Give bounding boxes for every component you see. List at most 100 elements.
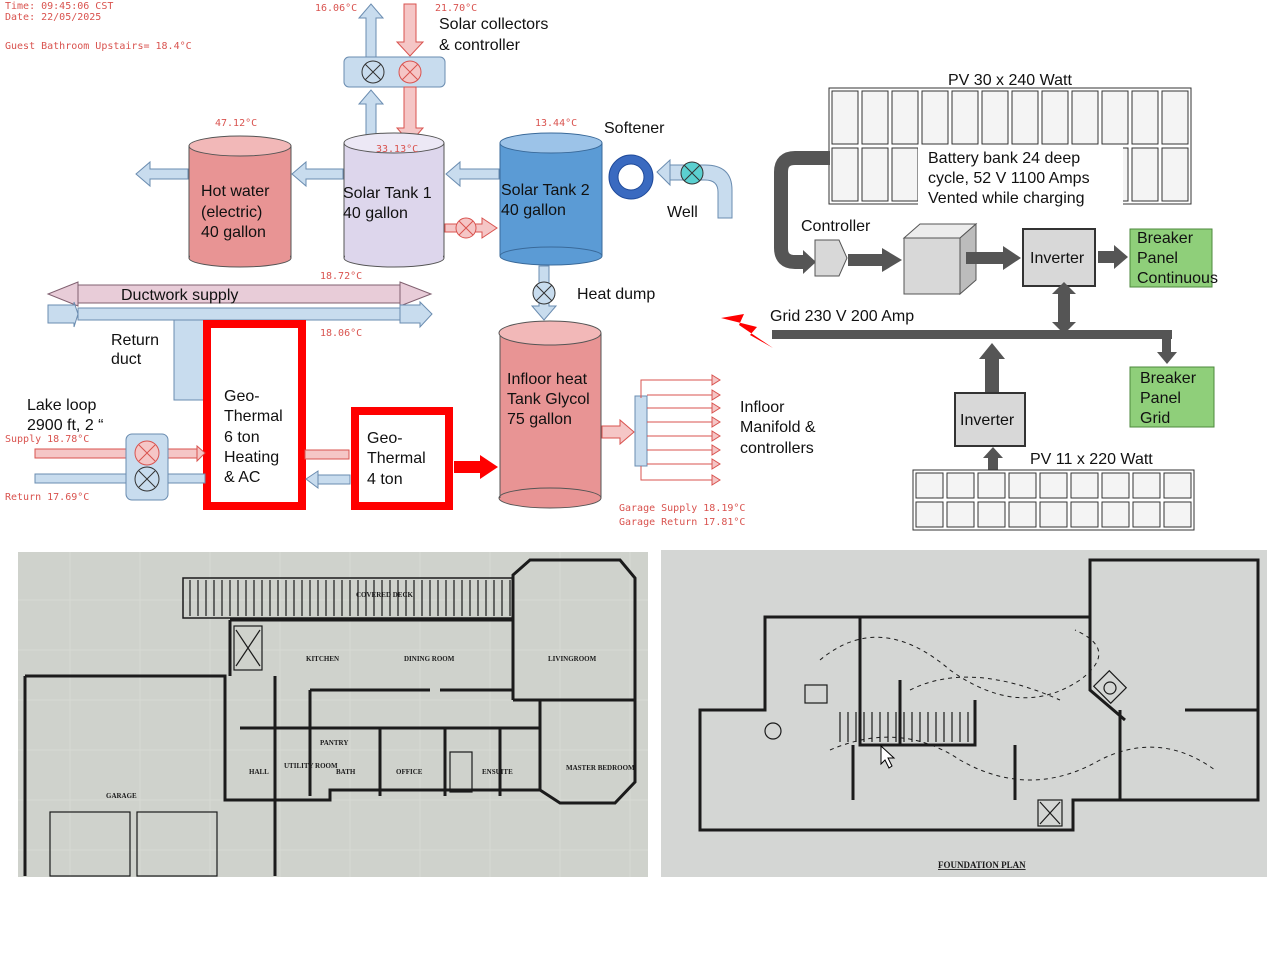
pv-panel [921, 90, 949, 145]
battery-label-3: Vented while charging [928, 190, 1085, 207]
hot-water-label-3: 40 gallon [201, 224, 266, 241]
pv-panel [1041, 90, 1069, 145]
infloor-tank-label-1: Infloor heat [507, 371, 588, 388]
hot-water-label-1: Hot water [201, 183, 270, 200]
inverter-grid-link [1052, 282, 1076, 334]
inverter-bottom-label: Inverter [960, 412, 1015, 429]
solar-tank-2-temp: 13.44°C [535, 118, 577, 129]
mouse-cursor-icon [880, 744, 896, 769]
ductwork-return [47, 300, 433, 329]
pv-panel [1161, 147, 1189, 202]
pv-panel [946, 501, 975, 528]
pv-panel [1101, 90, 1129, 145]
tank1-to-hotwater-arrow [291, 160, 344, 188]
lake-loop-label-1: Lake loop [27, 397, 96, 414]
geo-4ton-label-1: Geo- [367, 430, 403, 447]
room-garage: GARAGE [106, 792, 137, 800]
pv-panel [981, 90, 1009, 145]
breaker-panel-continuous [1129, 228, 1213, 288]
pv-panel [1039, 501, 1068, 528]
pv-panel [1131, 90, 1159, 145]
geo-6ton-label-4: Heating [224, 449, 279, 466]
hot-water-tank [188, 135, 292, 268]
pv-panel [831, 90, 859, 145]
room-living: LIVINGROOM [548, 655, 597, 663]
infloor-manifold-label-1: Infloor [740, 399, 785, 416]
lake-return-pipe [34, 473, 206, 484]
lake-supply-temp: Supply 18.78°C [5, 434, 89, 445]
pv-panel [951, 90, 979, 145]
room-utility: UTILITY ROOM [284, 762, 338, 770]
pv-panel [1070, 501, 1099, 528]
geo-link-supply [304, 449, 350, 460]
infloor-loops [640, 374, 721, 486]
pv-to-inverter-arrow [983, 447, 1003, 470]
softener-icon [608, 154, 654, 200]
pv-to-controller-cable [774, 151, 830, 269]
pv-panel [891, 90, 919, 145]
pv-panel [915, 501, 944, 528]
collector-valve-hot [398, 60, 422, 84]
solar-tank-1-label-2: 40 gallon [343, 205, 408, 222]
infloor-manifold-label-3: controllers [740, 440, 814, 457]
pv-panel [891, 147, 919, 202]
solar-tank-2-label-1: Solar Tank 2 [501, 182, 590, 199]
geo-to-infloor-arrow [454, 455, 498, 479]
solar-tank-1-label-1: Solar Tank 1 [343, 185, 432, 202]
grid-bus [772, 330, 1172, 339]
infloor-manifold-label-2: Manifold & [740, 419, 816, 436]
collector-valve-cold [361, 60, 385, 84]
well-valve [680, 161, 704, 185]
room-kitchen: KITCHEN [306, 655, 339, 663]
room-hall: HALL [249, 768, 269, 776]
pv-bottom-label: PV 11 x 220 Watt [1030, 451, 1153, 468]
geo-6ton-label-2: Thermal [224, 408, 283, 425]
grid-label: Grid 230 V 200 Amp [770, 308, 914, 325]
collector-out-temp: 16.06°C [315, 3, 357, 14]
pv-top-label: PV 30 x 240 Watt [948, 72, 1072, 89]
collector-in-temp: 21.70°C [435, 3, 477, 14]
pv-panel [1101, 501, 1130, 528]
pv-panel [861, 90, 889, 145]
softener-label: Softener [604, 120, 665, 137]
ductwork-supply-label: Ductwork supply [121, 287, 238, 304]
well-label: Well [667, 204, 698, 221]
room-covered-deck: COVERED DECK [356, 591, 414, 599]
pv-panel [1008, 501, 1037, 528]
breaker-grid-label-1: Breaker [1140, 370, 1197, 387]
breaker-continuous-label-3: Continuous [1137, 270, 1218, 287]
infloor-tank-label-3: 75 gallon [507, 411, 572, 428]
return-duct-label-2: duct [111, 351, 142, 368]
inverter-to-grid-arrow [979, 343, 1005, 393]
duct-return-temp: 18.06°C [320, 328, 362, 339]
infloor-tank [498, 320, 602, 509]
pv-panel [1011, 90, 1039, 145]
room-dining: DINING ROOM [404, 655, 455, 663]
pv-to-controller-arrowhead [803, 250, 816, 274]
foundation-plan-title: FOUNDATION PLAN [938, 860, 1026, 870]
status-time: Time: 09:45:06 CST [5, 1, 114, 12]
tank1-to-collector-arrow [357, 89, 385, 136]
solar-tank-1-temp: 33.13°C [376, 144, 418, 155]
pv-panel [1131, 147, 1159, 202]
geo-6ton-label-1: Geo- [224, 388, 260, 405]
room-pantry: PANTRY [320, 739, 348, 747]
breaker-panel-grid [1129, 366, 1215, 428]
duct-supply-temp: 18.72°C [320, 271, 362, 282]
lake-supply-pipe [34, 444, 206, 463]
breaker-continuous-label-2: Panel [1137, 250, 1178, 267]
pv-panel [977, 472, 1006, 499]
pv-panel [977, 501, 1006, 528]
heat-dump-label: Heat dump [577, 286, 655, 303]
collector-down-arrow [395, 3, 425, 57]
tank-transfer-valve [444, 217, 498, 239]
room-office: OFFICE [396, 768, 423, 776]
status-date: Date: 22/05/2025 [5, 12, 102, 23]
pv-array-bottom [912, 469, 1195, 531]
breaker-grid-label-2: Panel [1140, 390, 1181, 407]
solar-collectors-label-2: & controller [439, 37, 521, 54]
pv-panel [1163, 501, 1192, 528]
grid-to-breaker-arrow [1157, 330, 1177, 364]
pv-panel [1101, 472, 1130, 499]
